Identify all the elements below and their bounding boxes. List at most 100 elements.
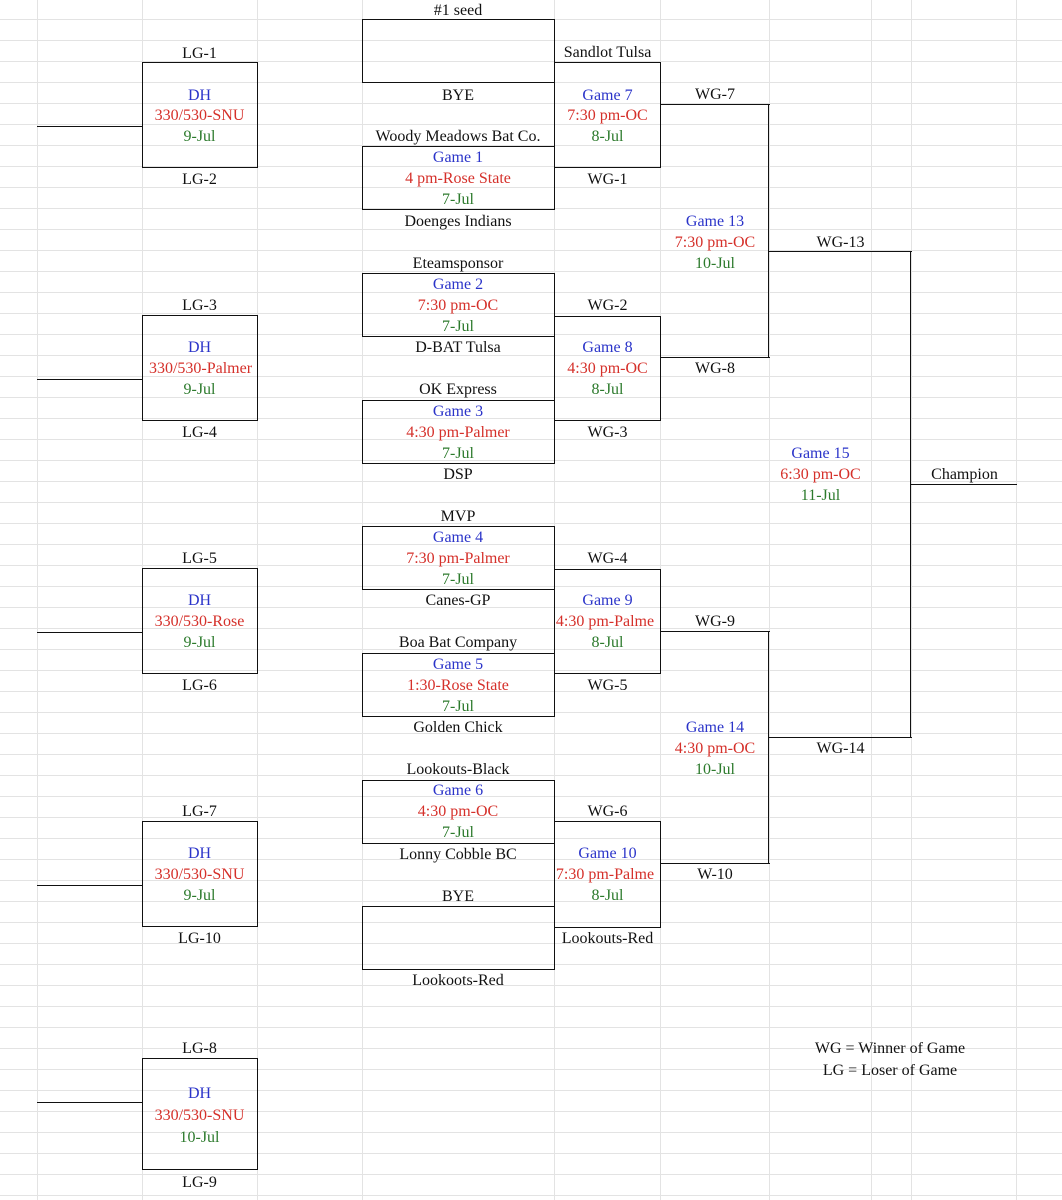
game-date: 8-Jul [591,887,624,904]
game-label: Game 3 [432,403,484,420]
game-label: Game 9 [582,592,633,609]
team-slot-bottom: Doenges Indians [404,213,512,230]
connector-line [768,104,769,358]
game-time: 7:30 pm-Palme [555,866,655,883]
game-label: Game 2 [432,276,484,293]
team-slot-bottom: Lonny Cobble BC [399,846,517,863]
team-slot-bottom: WG-1 [587,171,628,188]
game-label: Game 15 [791,445,850,462]
game-time: 330/530-Palmer [148,360,253,377]
connector-line [37,632,143,633]
lg-slot-bottom: LG-9 [182,1174,217,1191]
match-box [362,146,555,210]
game-date: 8-Jul [591,634,624,651]
match-box [142,568,258,674]
match-box [554,316,661,421]
lg-slot-top: LG-1 [182,45,217,62]
connector-line [911,484,1017,485]
lg-slot-top: LG-5 [182,550,217,567]
game-date: 9-Jul [183,381,216,398]
game-label: DH [187,1085,212,1102]
connector-line [660,631,770,632]
game-time: 1:30-Rose State [407,677,509,694]
game-date: 9-Jul [183,887,216,904]
game-label: DH [187,87,212,104]
lg-slot-top: LG-8 [182,1040,217,1057]
connector-line [37,885,143,886]
game-date: 10-Jul [695,761,735,778]
connector-line [37,126,143,127]
champion-label: Champion [931,466,998,483]
game-label: DH [187,592,212,609]
connector-line [768,631,769,864]
match-box [362,526,555,590]
game-date: 7-Jul [442,698,474,715]
game-time: 4:30 pm-OC [567,360,648,377]
game-time: 330/530-SNU [154,1107,245,1124]
game-time: 7:30 pm-OC [567,107,648,124]
match-box [362,780,555,844]
legend-wg: WG = Winner of Game [814,1040,966,1057]
game-date: 11-Jul [800,487,841,504]
connector-line [660,357,770,358]
game-date: 9-Jul [183,128,216,145]
match-box [554,569,661,674]
game-time: 330/530-SNU [154,107,245,124]
match-box [142,315,258,421]
team-slot-bottom: Canes-GP [425,592,491,609]
team-slot-top: OK Express [419,381,497,398]
team-slot-top: Woody Meadows Bat Co. [375,128,541,145]
team-slot-top: WG-6 [587,803,628,820]
match-box [142,62,258,168]
team-slot-top: WG-4 [587,550,628,567]
connector-line [37,379,143,380]
team-slot-bottom: DSP [443,466,473,483]
game-date: 10-Jul [695,255,735,272]
game-time: 4:30 pm-OC [674,740,756,757]
team-slot-top: Boa Bat Company [398,634,518,651]
lg-slot-bottom: LG-10 [178,930,221,947]
team-slot-top: Lookouts-Black [406,761,510,778]
game-label: Game 10 [578,845,637,862]
game-label: Game 6 [432,782,484,799]
connector-line [910,251,911,738]
game-date: 10-Jul [179,1129,220,1146]
legend-lg: LG = Loser of Game [822,1062,958,1079]
game-date: 7-Jul [442,571,474,588]
game-label: Game 13 [685,213,745,230]
game-time: 4:30 pm-OC [417,803,499,820]
game-label: Game 1 [432,149,484,166]
team-slot-bottom: Lookoots-Red [412,972,504,989]
team-slot-top: #1 seed [433,2,483,19]
game-time: 4 pm-Rose State [405,170,511,187]
game-date: 7-Jul [442,191,474,208]
team-slot-bottom: D-BAT Tulsa [415,339,501,356]
match-box [362,273,555,337]
team-slot-bottom: W-10 [697,866,733,883]
team-slot-bottom: WG-5 [587,677,628,694]
lg-slot-bottom: LG-4 [182,424,217,441]
game-time: 6:30 pm-OC [780,466,861,483]
game-label: Game 4 [432,529,484,546]
game-label: DH [187,845,212,862]
match-box [554,62,661,168]
game-label: Game 8 [582,339,633,356]
game-date: 7-Jul [442,318,474,335]
team-slot-bottom: WG-3 [587,424,628,441]
team-slot-top: Eteamsponsor [412,255,504,272]
game-time: 330/530-SNU [154,866,245,883]
match-box [142,821,258,927]
match-box [362,906,555,970]
lg-slot-bottom: LG-2 [182,171,217,188]
team-slot-bottom: Lookouts-Red [561,930,654,947]
team-slot-top: WG-7 [695,86,735,103]
team-slot-top: BYE [442,888,474,905]
team-slot-top: Sandlot Tulsa [563,44,652,61]
match-box [362,653,555,717]
team-slot-bottom: WG-14 [816,740,865,757]
match-box [362,400,555,464]
team-slot-bottom: BYE [442,87,474,104]
connector-line [660,863,770,864]
lg-slot-top: LG-3 [182,297,217,314]
